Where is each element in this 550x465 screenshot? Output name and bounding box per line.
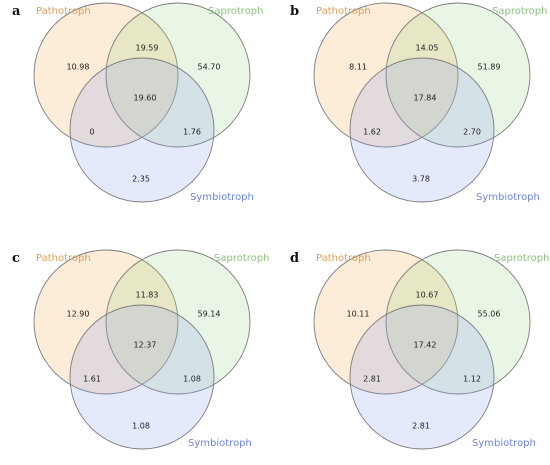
region-value-symbiotroph-only: 2.81 (412, 422, 430, 431)
region-value-pathotroph-only: 8.11 (349, 63, 367, 72)
region-value-pathotroph-only: 10.98 (67, 63, 90, 72)
symbiotroph-label: Symbiotroph (472, 438, 536, 449)
symbiotroph-circle (69, 304, 215, 450)
region-value-saprotroph-only: 51.89 (478, 63, 501, 72)
region-value-saprotroph-only: 55.06 (478, 310, 501, 319)
panel-letter: a (12, 4, 21, 19)
region-value-symbiotroph-only: 1.08 (132, 422, 150, 431)
region-value-pathotroph-saprotroph: 11.83 (136, 291, 159, 300)
region-value-pathotroph-only: 12.90 (67, 310, 90, 319)
region-value-saprotroph-symbiotroph: 2.70 (463, 128, 481, 137)
saprotroph-label: Saprotroph (208, 6, 263, 17)
panel-letter: c (12, 251, 20, 266)
region-value-symbiotroph-only: 3.78 (412, 175, 430, 184)
region-value-saprotroph-symbiotroph: 1.12 (463, 375, 481, 384)
region-value-pathotroph-saprotroph: 19.59 (136, 44, 159, 53)
saprotroph-label: Saprotroph (492, 6, 547, 17)
symbiotroph-circle (349, 57, 495, 203)
saprotroph-circle (105, 2, 251, 148)
region-value-pathotroph-symbiotroph: 0 (89, 128, 94, 137)
symbiotroph-circle (349, 304, 495, 450)
panel-letter: b (290, 4, 299, 19)
pathotroph-label: Pathotroph (316, 6, 371, 17)
saprotroph-label: Saprotroph (214, 253, 269, 264)
symbiotroph-label: Symbiotroph (188, 438, 252, 449)
symbiotroph-circle (69, 57, 215, 203)
region-value-saprotroph-only: 59.14 (198, 310, 221, 319)
symbiotroph-label: Symbiotroph (476, 192, 540, 203)
region-value-pathotroph-saprotroph: 14.05 (416, 44, 439, 53)
region-value-saprotroph-symbiotroph: 1.08 (183, 375, 201, 384)
pathotroph-label: Pathotroph (36, 253, 91, 264)
symbiotroph-label: Symbiotroph (190, 192, 254, 203)
pathotroph-label: Pathotroph (36, 6, 91, 17)
region-value-all-three: 17.42 (414, 341, 437, 350)
region-value-pathotroph-only: 10.11 (347, 310, 370, 319)
region-value-all-three: 17.84 (414, 94, 437, 103)
panel-letter: d (290, 251, 299, 266)
region-value-symbiotroph-only: 2.35 (132, 175, 150, 184)
saprotroph-circle (385, 249, 531, 395)
region-value-all-three: 19.60 (134, 94, 157, 103)
pathotroph-label: Pathotroph (316, 253, 371, 264)
region-value-pathotroph-symbiotroph: 2.81 (363, 375, 381, 384)
saprotroph-label: Saprotroph (494, 253, 549, 264)
region-value-pathotroph-symbiotroph: 1.62 (363, 128, 381, 137)
region-value-pathotroph-saprotroph: 10.67 (416, 291, 439, 300)
region-value-pathotroph-symbiotroph: 1.61 (83, 375, 101, 384)
region-value-all-three: 12.37 (134, 341, 157, 350)
saprotroph-circle (105, 249, 251, 395)
saprotroph-circle (385, 2, 531, 148)
region-value-saprotroph-only: 54.70 (198, 63, 221, 72)
region-value-saprotroph-symbiotroph: 1.76 (183, 128, 201, 137)
